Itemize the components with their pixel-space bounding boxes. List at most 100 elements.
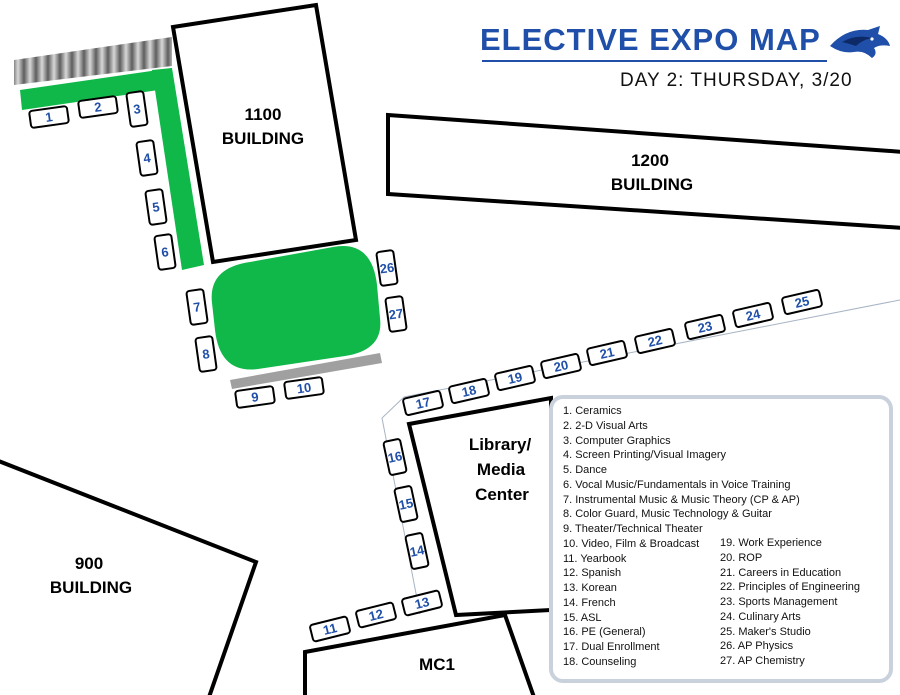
booth-number: 16 bbox=[386, 448, 403, 466]
building-900-label-1: 900 bbox=[75, 554, 103, 573]
legend-item: 26. AP Physics bbox=[720, 640, 794, 653]
booth-box bbox=[540, 353, 582, 379]
booth-number: 11 bbox=[322, 620, 339, 638]
legend-item: 4. Screen Printing/Visual Imagery bbox=[563, 449, 727, 462]
booth-box bbox=[732, 302, 774, 328]
legend-item: 21. Careers in Education bbox=[720, 566, 842, 579]
booth-number: 26 bbox=[379, 260, 395, 277]
legend-item: 11. Yearbook bbox=[563, 552, 627, 565]
legend-item: 25. Maker's Studio bbox=[720, 625, 811, 638]
page-subtitle: DAY 2: THURSDAY, 3/20 bbox=[620, 70, 853, 91]
booth-number: 8 bbox=[201, 346, 210, 362]
booth-19: 19 bbox=[494, 365, 536, 391]
booth-box bbox=[144, 188, 168, 226]
booth-box bbox=[355, 601, 397, 629]
booth-4: 4 bbox=[135, 139, 159, 177]
booth-box bbox=[375, 249, 399, 287]
booth-box bbox=[781, 289, 823, 315]
booth-number: 1 bbox=[44, 109, 53, 125]
booth-number: 4 bbox=[142, 150, 152, 166]
booth-box bbox=[28, 105, 70, 129]
legend-item: 7. Instrumental Music & Music Theory (CP… bbox=[563, 493, 800, 506]
booth-9: 9 bbox=[234, 385, 276, 409]
booth-number: 7 bbox=[192, 299, 201, 315]
booth-box bbox=[125, 90, 149, 128]
booth-17: 17 bbox=[402, 390, 444, 416]
legend-item: 18. Counseling bbox=[563, 655, 637, 668]
booth-12: 12 bbox=[355, 601, 397, 629]
legend-item: 15. ASL bbox=[563, 611, 602, 624]
booth-number: 12 bbox=[367, 606, 385, 624]
legend-item: 16. PE (General) bbox=[563, 626, 646, 639]
booth-box bbox=[402, 390, 444, 416]
booth-24: 24 bbox=[732, 302, 774, 328]
booth-number: 5 bbox=[151, 199, 160, 215]
gray-walkway bbox=[230, 353, 382, 389]
booth-number: 23 bbox=[696, 318, 713, 336]
legend-item: 1. Ceramics bbox=[563, 405, 622, 417]
building-1100-label-2: BUILDING bbox=[222, 129, 304, 148]
booth-box bbox=[77, 95, 119, 119]
booth-number: 2 bbox=[93, 99, 102, 115]
booth-number: 20 bbox=[552, 357, 569, 375]
bleachers bbox=[14, 37, 172, 85]
booth-23: 23 bbox=[684, 314, 726, 340]
building-1100 bbox=[170, 2, 359, 265]
booth-number: 27 bbox=[388, 306, 404, 323]
building-900 bbox=[0, 459, 259, 695]
booth-box bbox=[494, 365, 536, 391]
library-label-2: Media bbox=[477, 460, 526, 479]
booth-3: 3 bbox=[125, 90, 149, 128]
booth-number: 10 bbox=[296, 380, 312, 397]
legend-item: 8. Color Guard, Music Technology & Guita… bbox=[563, 508, 772, 521]
library-media-center bbox=[406, 395, 553, 618]
page-title: ELECTIVE EXPO MAP bbox=[480, 22, 821, 57]
booth-20: 20 bbox=[540, 353, 582, 379]
booth-box bbox=[153, 233, 177, 271]
sports-field bbox=[211, 246, 381, 370]
booth-6: 6 bbox=[153, 233, 177, 271]
booth-box bbox=[393, 485, 419, 523]
booth-number: 6 bbox=[160, 244, 169, 260]
library-label-3: Center bbox=[475, 485, 529, 504]
legend-item: 27. AP Chemistry bbox=[720, 655, 805, 667]
booth-11: 11 bbox=[309, 615, 351, 643]
booth-number: 24 bbox=[744, 306, 762, 324]
booth-number: 17 bbox=[414, 394, 431, 412]
booth-16: 16 bbox=[382, 438, 408, 476]
mc1-label: MC1 bbox=[419, 655, 455, 674]
booth-box bbox=[586, 340, 628, 366]
booth-15: 15 bbox=[393, 485, 419, 523]
building-1100-label-1: 1100 bbox=[245, 105, 282, 124]
booth-27: 27 bbox=[384, 295, 408, 333]
green-walkway-top bbox=[20, 68, 172, 110]
booth-number: 13 bbox=[413, 594, 431, 612]
legend-item: 12. Spanish bbox=[563, 567, 622, 580]
booth-number: 9 bbox=[250, 389, 259, 405]
booth-number: 3 bbox=[132, 101, 141, 117]
wolf-head-icon bbox=[830, 26, 890, 58]
booth-box bbox=[401, 589, 443, 617]
booth-number: 15 bbox=[397, 495, 414, 513]
booth-box bbox=[448, 378, 490, 404]
legend-item: 5. Dance bbox=[563, 464, 608, 476]
booth-21: 21 bbox=[586, 340, 628, 366]
booth-box bbox=[283, 376, 325, 400]
booth-5: 5 bbox=[144, 188, 168, 226]
legend-item: 2. 2-D Visual Arts bbox=[563, 419, 648, 432]
booth-number: 21 bbox=[598, 344, 615, 362]
booth-box bbox=[234, 385, 276, 409]
booth-14: 14 bbox=[404, 532, 430, 570]
building-mc1 bbox=[303, 612, 536, 695]
booth-number: 19 bbox=[506, 369, 523, 387]
building-1200 bbox=[386, 112, 900, 230]
booth-number: 22 bbox=[646, 332, 663, 350]
booth-26: 26 bbox=[375, 249, 399, 287]
building-1200-label-1: 1200 bbox=[631, 151, 669, 170]
title-underline bbox=[482, 60, 827, 62]
